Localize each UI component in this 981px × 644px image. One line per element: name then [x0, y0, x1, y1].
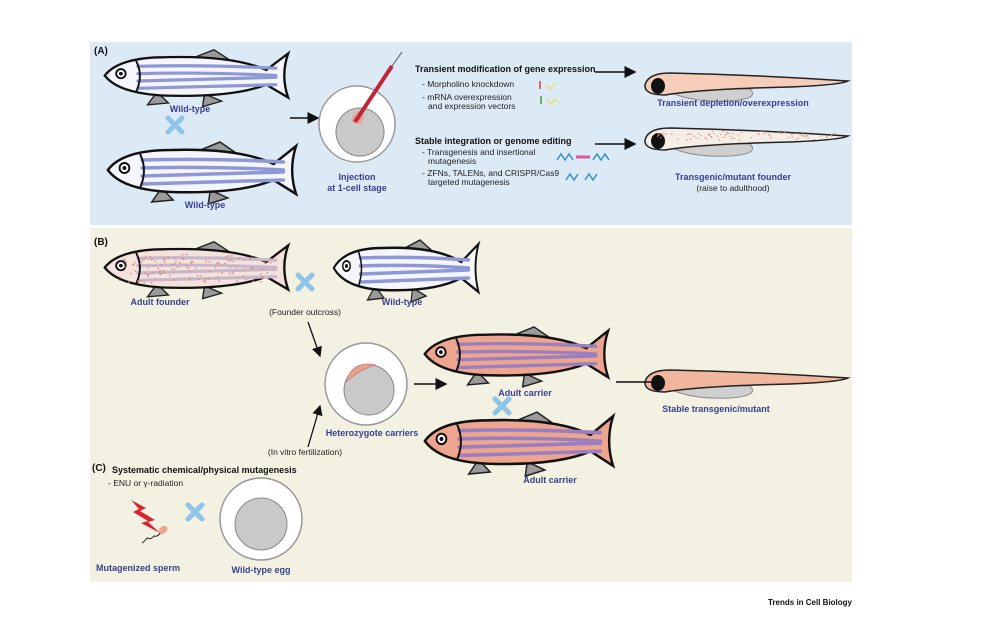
stable-mutant-label: Stable transgenic/mutant — [662, 404, 770, 414]
credit: Trends in Cell Biology — [768, 598, 853, 607]
transient-result-label: Transient depletion/overexpression — [657, 98, 809, 108]
adult-carrier-label-2: Adult carrier — [523, 475, 577, 485]
wild-type-label-1: Wild-type — [170, 104, 210, 114]
wild-type-label: Wild-type — [382, 297, 422, 307]
panel-c-title: Systematic chemical/physical mutagenesis — [112, 465, 297, 475]
panel-a-label: (A) — [94, 46, 108, 57]
stable-item: targeted mutagenesis — [428, 177, 510, 187]
transient-item: and expression vectors — [428, 101, 515, 111]
transient-title: Transient modification of gene expressio… — [415, 64, 596, 74]
adult-founder-label: Adult founder — [131, 297, 190, 307]
injection-stage-label: at 1-cell stage — [327, 183, 387, 193]
stable-result-label: Transgenic/mutant founder — [675, 172, 792, 182]
adult-carrier-label-1: Adult carrier — [498, 388, 552, 398]
wild-type-label-2: Wild-type — [185, 200, 225, 210]
panel-c-label: (C) — [92, 463, 106, 474]
heterozygote-egg-icon — [325, 343, 407, 425]
panel-c-item: - ENU or γ-radiation — [108, 478, 183, 488]
injection-label: Injection — [338, 172, 375, 182]
stable-title: Stable integration or genome editing — [415, 136, 572, 146]
mutagenized-sperm-label: Mutagenized sperm — [96, 563, 180, 573]
in-vitro-label: (In vitro fertilization) — [268, 447, 342, 457]
stable-result-note: (raise to adulthood) — [696, 183, 769, 193]
transient-item: - Morpholino knockdown — [422, 79, 514, 89]
heterozygote-label: Heterozygote carriers — [326, 428, 419, 438]
founder-outcross-label: (Founder outcross) — [269, 307, 341, 317]
wild-type-egg-label: Wild-type egg — [232, 565, 291, 575]
stable-item: mutagenesis — [428, 156, 476, 166]
panel-b-label: (B) — [94, 237, 108, 248]
wild-type-egg-icon — [220, 478, 302, 560]
